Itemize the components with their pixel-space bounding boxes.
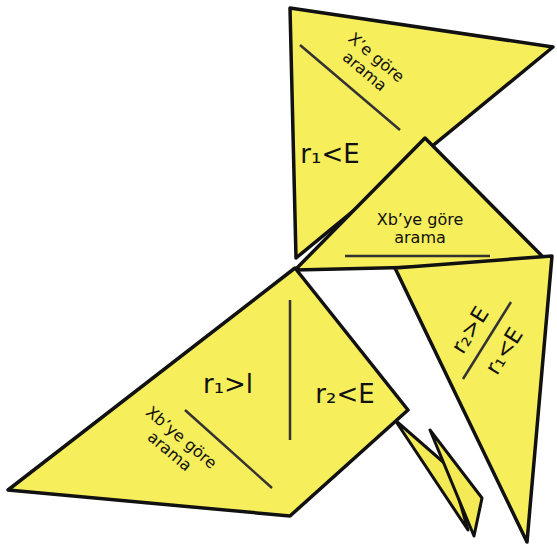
facet-shape — [395, 256, 552, 542]
facet-label: r₁<E — [300, 140, 359, 170]
origami-facet: r₂>Er₁<E — [395, 256, 552, 542]
facet-label: r₂<E — [315, 380, 374, 410]
facet-label: Xb’ye göre arama — [365, 211, 475, 248]
origami-facet: r₁>lr₂<EXb’ye göre arama — [8, 268, 408, 516]
facet-label: r₁>l — [203, 370, 253, 400]
fold-line — [345, 255, 490, 258]
fold-line — [289, 300, 292, 440]
facet-outline — [395, 256, 552, 542]
facet-shape — [295, 138, 550, 270]
facet-shape — [290, 8, 553, 258]
facet-shape — [8, 268, 408, 516]
leg-flap — [430, 430, 482, 536]
